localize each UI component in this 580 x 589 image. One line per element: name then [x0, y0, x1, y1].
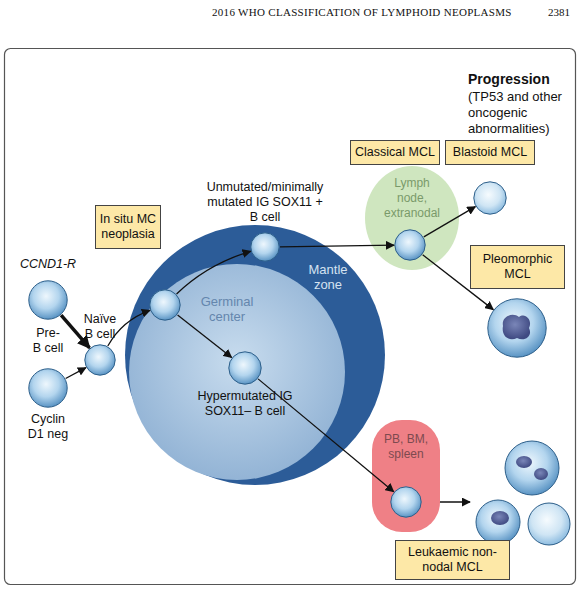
running-header: 2381: [548, 6, 578, 18]
flow-arrow: [66, 368, 86, 379]
progression-note: (TP53 and other oncogenic abnormalities): [468, 89, 576, 137]
node-label: Mantle zone: [300, 262, 356, 292]
in-situ-cell: In situ MC neoplasia: [149, 289, 181, 321]
running-header: 2016 WHO CLASSIFICATION OF LYMPHOID NEOP…: [212, 6, 542, 18]
classical-mcl-cell-outline: [394, 229, 426, 261]
lymph-node-zone: Lymph node, extranodalClassical MCL: [365, 166, 459, 270]
pre-b-cell-outline: [28, 280, 68, 320]
cell-body: [395, 230, 425, 260]
node-label: Naïve B cell: [80, 312, 120, 342]
naive-b-cell: Naïve B cell: [84, 344, 116, 376]
node-label: Hypermutated IG SOX11– B cell: [195, 389, 295, 419]
zone-circle: [129, 264, 345, 480]
flow-arrow: [61, 315, 89, 348]
cell-body: [251, 233, 279, 261]
flow-arrow: [178, 315, 232, 358]
cell-body: [488, 299, 546, 357]
node-label: Pre- B cell: [31, 326, 65, 356]
cell-nucleus: [503, 315, 530, 339]
stage-label-box: Blastoid MCL: [445, 140, 535, 165]
cell-body: [29, 369, 67, 407]
node-label: Germinal center: [192, 294, 262, 324]
sox11-negative-cell: Hypermutated IG SOX11– B cell: [228, 351, 262, 385]
node-label: Cyclin D1 neg: [25, 412, 71, 442]
figure-frame: [5, 49, 576, 585]
flow-arrow: [108, 310, 150, 346]
stage-label-box: Classical MCL: [350, 140, 440, 165]
node-label: Lymph node, extranodal: [382, 176, 442, 221]
cell-body: [474, 182, 506, 214]
in-situ-cell-outline: [149, 289, 181, 321]
stage-label-box: Leukaemic non-nodal MCL: [395, 540, 510, 580]
flow-arrow: [423, 255, 494, 310]
cyclin-neg-cell-outline: [28, 368, 68, 408]
zone-ellipse: [365, 166, 459, 270]
pleomorphic-cell-outline: [487, 298, 547, 358]
cyclin-neg-cell: Cyclin D1 neg: [28, 368, 68, 408]
stage-label-box: In situ MC neoplasia: [95, 205, 161, 249]
stage-label-box: Pleomorphic MCL: [470, 245, 565, 289]
flow-arrow: [258, 379, 394, 492]
naive-b-cell-outline: [84, 344, 116, 376]
cell-body: [29, 281, 67, 319]
cell-body: [85, 345, 115, 375]
pleomorphic-cell: Pleomorphic MCL: [487, 298, 547, 358]
flow-arrow: [177, 251, 251, 294]
blastoid-cell-outline: [473, 181, 507, 215]
flow-arrow: [280, 245, 394, 247]
node-label: PB, BM, spleen: [378, 432, 434, 462]
blastoid-cell: Blastoid MCL: [473, 181, 507, 215]
zone-band: [372, 420, 440, 532]
pre-b-cell: CCND1-RPre- B cell: [28, 280, 68, 320]
leukaemic-cell-outline: [390, 486, 422, 518]
zone-circle: [125, 225, 385, 485]
classical-mcl-cell: Classical MCL: [394, 229, 426, 261]
cell-body: [391, 487, 421, 517]
progression-note: Progression: [468, 71, 578, 88]
cell-body: [150, 290, 180, 320]
progressed-cells: [476, 441, 570, 545]
flow-arrow: [424, 207, 476, 237]
sox11-positive-cell-outline: [250, 232, 280, 262]
node-label: CCND1-R: [15, 257, 81, 272]
sox11-positive-cell: Unmutated/minimally mutated IG SOX11 + B…: [250, 232, 280, 262]
blood-marrow-band: PB, BM, spleenLeukaemic non-nodal MCL: [372, 420, 440, 532]
node-label: Unmutated/minimally mutated IG SOX11 + B…: [203, 180, 327, 225]
leukaemic-cell: Leukaemic non-nodal MCL: [390, 486, 422, 518]
cell-body: [229, 352, 261, 384]
sox11-negative-cell-outline: [228, 351, 262, 385]
mantle-zone: Mantle zoneGerminal centerHypermutated I…: [125, 225, 385, 485]
